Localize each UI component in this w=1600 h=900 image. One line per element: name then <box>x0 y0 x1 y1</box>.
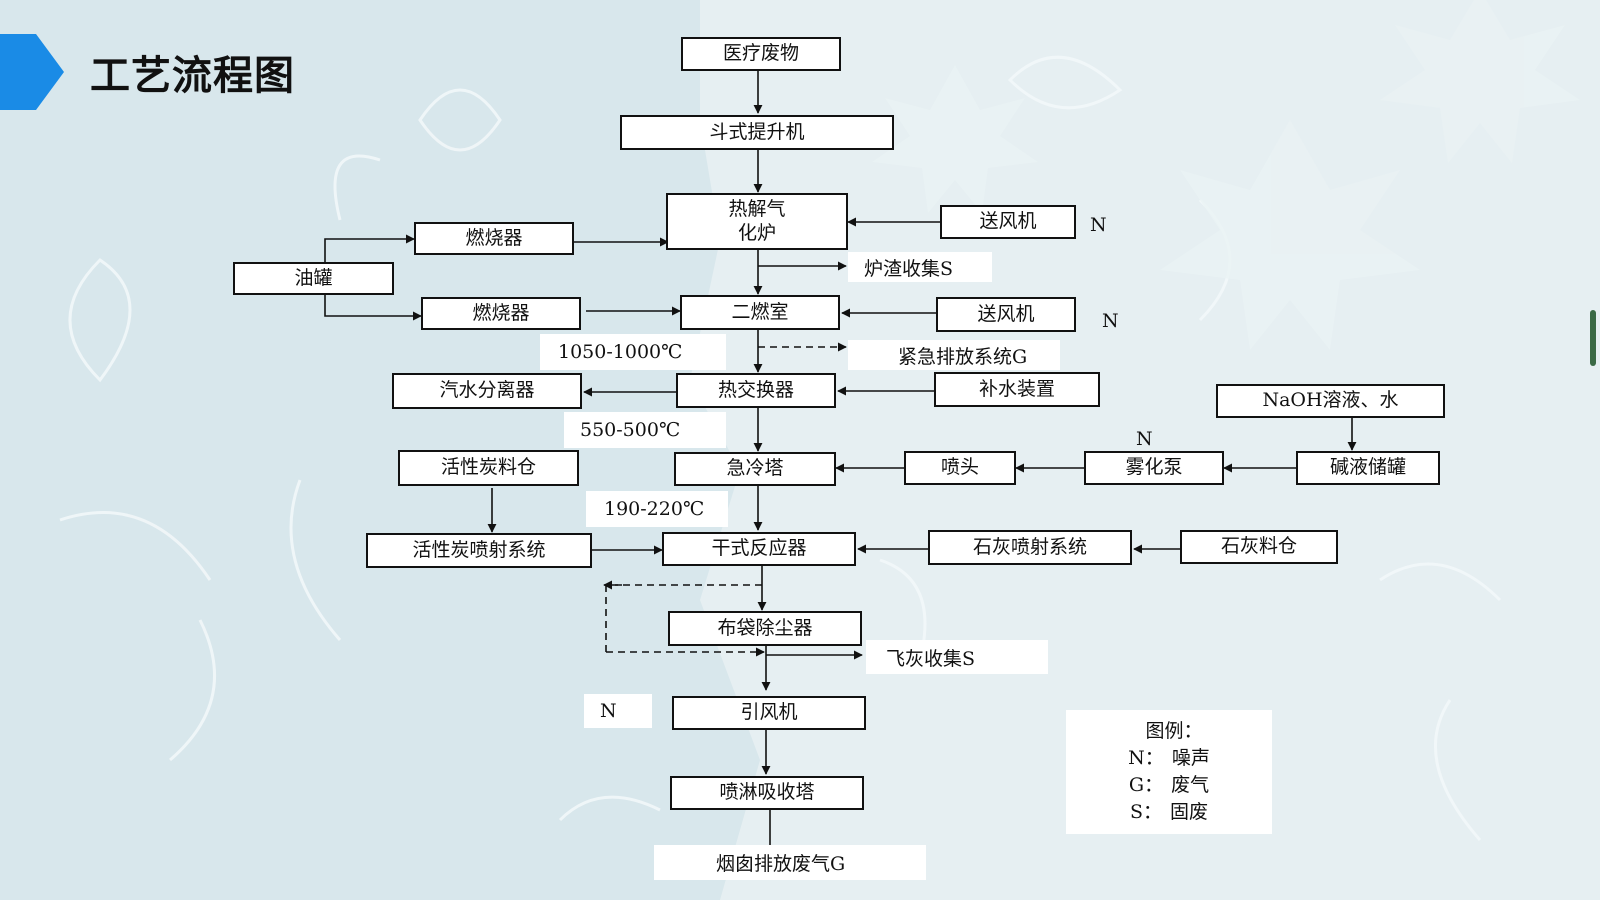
node-burner-1: 燃烧器 <box>414 222 574 255</box>
node-label: 斗式提升机 <box>709 120 805 143</box>
node-label: 雾化泵 <box>1125 456 1183 479</box>
noise-text: N <box>600 700 617 722</box>
node-lime-injection: 石灰喷射系统 <box>928 530 1132 565</box>
legend-text: 固废 <box>1170 801 1209 823</box>
node-label: 汽水分离器 <box>439 379 535 402</box>
output-chimney: 烟囱排放废气G <box>654 845 926 880</box>
node-bag-filter: 布袋除尘器 <box>668 611 862 646</box>
legend-text: 废气 <box>1171 774 1210 796</box>
legend-code: G： <box>1128 774 1164 796</box>
scroll-indicator[interactable] <box>1590 310 1596 366</box>
node-oil-tank: 油罐 <box>233 262 394 295</box>
node-label: 热交换器 <box>717 378 794 401</box>
legend-code: N： <box>1128 747 1164 769</box>
node-label: 送风机 <box>979 210 1037 233</box>
node-label: 活性炭喷射系统 <box>412 538 546 561</box>
node-label: 二燃室 <box>731 300 789 323</box>
node-secondary-chamber: 二燃室 <box>680 295 840 330</box>
node-label: 喷淋吸收塔 <box>719 781 815 804</box>
node-blower-1: 送风机 <box>940 205 1076 239</box>
node-label: 油罐 <box>294 266 333 289</box>
node-pyrolysis-furnace: 热解气 化炉 <box>666 193 848 250</box>
legend-row: S： 固废 <box>1130 799 1208 826</box>
output-label: 烟囱排放废气G <box>716 853 846 875</box>
node-water-supply: 补水装置 <box>934 372 1100 407</box>
node-label: 干式反应器 <box>711 537 807 560</box>
temp-text: 550-500℃ <box>580 419 681 441</box>
node-label: NaOH溶液、水 <box>1262 389 1399 412</box>
node-label: 石灰料仓 <box>1220 535 1297 558</box>
legend-title: 图例： <box>1145 720 1203 742</box>
node-lime-bin: 石灰料仓 <box>1180 530 1338 564</box>
chevron-right-icon <box>0 34 64 110</box>
temp-text: 1050-1000℃ <box>558 341 683 363</box>
legend: 图例： N： 噪声 G： 废气 S： 固废 <box>1066 710 1272 834</box>
page-header: 工艺流程图 <box>0 34 295 110</box>
legend-text: 噪声 <box>1171 747 1210 769</box>
node-dry-reactor: 干式反应器 <box>662 532 856 566</box>
temp-label-1: 1050-1000℃ <box>540 334 726 370</box>
node-blower-2: 送风机 <box>936 297 1076 332</box>
output-fly-ash: 飞灰收集S <box>866 640 1048 674</box>
node-steam-separator: 汽水分离器 <box>392 373 582 409</box>
output-label: 炉渣收集S <box>864 257 954 280</box>
node-naoh-solution: NaOH溶液、水 <box>1216 384 1445 418</box>
node-label-line-2: 化炉 <box>737 221 776 244</box>
node-label: 布袋除尘器 <box>717 616 813 639</box>
legend-row: N： 噪声 <box>1128 745 1210 772</box>
node-label: 急冷塔 <box>726 457 784 480</box>
node-label-line-1: 热解气 <box>728 197 786 220</box>
page-title: 工艺流程图 <box>90 53 295 99</box>
node-label: 补水装置 <box>978 377 1055 400</box>
output-label: 飞灰收集S <box>886 647 976 670</box>
noise-tag-blower-1: N <box>1090 214 1107 236</box>
temp-label-2: 550-500℃ <box>564 412 726 448</box>
legend-row: G： 废气 <box>1129 772 1209 799</box>
temp-label-3: 190-220℃ <box>586 491 728 527</box>
node-label: 碱液储罐 <box>1329 456 1406 479</box>
node-activated-carbon-bin: 活性炭料仓 <box>398 450 579 486</box>
legend-code: S： <box>1129 801 1162 823</box>
node-label: 活性炭料仓 <box>440 456 536 479</box>
node-label: 送风机 <box>977 302 1035 325</box>
output-label: 紧急排放系统G <box>898 345 1028 368</box>
node-burner-2: 燃烧器 <box>421 297 581 330</box>
node-induced-fan: 引风机 <box>672 696 866 730</box>
noise-tag-pump: N <box>1136 428 1153 450</box>
noise-tag-induced-fan: N <box>584 694 652 728</box>
node-label: 燃烧器 <box>472 301 530 324</box>
node-label: 引风机 <box>740 701 798 724</box>
temp-text: 190-220℃ <box>604 498 705 520</box>
node-label: 石灰喷射系统 <box>972 535 1087 558</box>
node-carbon-injection: 活性炭喷射系统 <box>366 533 592 568</box>
node-label: 燃烧器 <box>465 226 523 249</box>
node-quench-tower: 急冷塔 <box>674 452 836 486</box>
node-medical-waste: 医疗废物 <box>681 37 841 71</box>
node-heat-exchanger: 热交换器 <box>676 373 836 408</box>
node-label: 喷头 <box>940 456 979 479</box>
node-label: 医疗废物 <box>722 42 799 65</box>
output-slag: 炉渣收集S <box>848 252 992 282</box>
noise-tag-blower-2: N <box>1102 310 1119 332</box>
node-atomizing-pump: 雾化泵 <box>1084 451 1224 485</box>
node-spray-tower: 喷淋吸收塔 <box>670 776 864 810</box>
node-nozzle: 喷头 <box>904 451 1016 485</box>
output-emergency: 紧急排放系统G <box>848 340 1060 370</box>
node-bucket-elevator: 斗式提升机 <box>620 115 894 150</box>
node-alkali-tank: 碱液储罐 <box>1296 451 1440 485</box>
